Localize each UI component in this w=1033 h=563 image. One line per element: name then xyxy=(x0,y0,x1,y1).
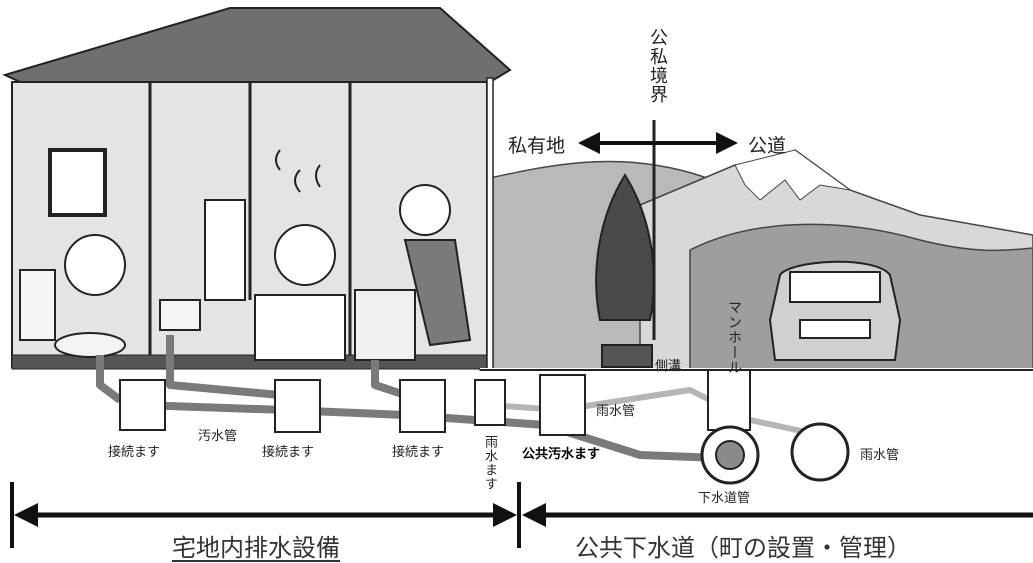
public-sewage-box xyxy=(539,374,586,436)
connection-box-3 xyxy=(399,379,446,433)
rain-box-label: 雨水ます xyxy=(482,435,497,491)
window xyxy=(48,148,107,217)
sewer-pipe-label: 下水道管 xyxy=(698,491,751,506)
toilet-tank xyxy=(19,269,56,341)
house xyxy=(2,7,512,370)
kitchen-counter xyxy=(354,289,416,361)
private-span-left-head xyxy=(14,503,38,527)
car xyxy=(768,260,902,361)
private-land-label: 私有地 xyxy=(508,135,566,157)
bathtub xyxy=(254,294,346,361)
mother-body xyxy=(403,239,472,347)
direction-arrow xyxy=(578,132,738,154)
rain-pipe-label-2: 雨水管 xyxy=(860,448,900,463)
shower-door xyxy=(204,199,246,301)
direction-arrow-right-head xyxy=(716,132,738,154)
drain-pipe-bath xyxy=(166,335,281,399)
connection-box-label-2: 接続ます xyxy=(262,445,315,460)
landscape xyxy=(479,149,1033,371)
tree-foliage xyxy=(595,173,655,321)
connection-box-label-1: 接続ます xyxy=(108,445,161,460)
private-span-right-head xyxy=(493,503,517,527)
side-ditch-label: 側溝 xyxy=(655,359,682,374)
drain-pipe-toilet xyxy=(96,355,123,404)
connection-boxes xyxy=(119,374,586,436)
roof xyxy=(2,7,512,83)
span-arrows xyxy=(10,482,1033,548)
sewage-pipe-label: 汚水管 xyxy=(198,429,238,444)
manhole-label: マンホール xyxy=(726,300,742,375)
direction-arrow-left-head xyxy=(578,132,600,154)
rain-pipe-label-1: 雨水管 xyxy=(596,404,636,419)
public-span-left-head xyxy=(522,503,546,527)
manhole-structure xyxy=(700,369,850,485)
child-head-1 xyxy=(64,234,126,296)
mountain-snow xyxy=(734,149,851,201)
public-sewage-box-label: 公共汚水ます xyxy=(522,447,601,462)
boundary-label: 公私境界 xyxy=(647,28,668,104)
manhole-shaft xyxy=(707,369,751,431)
rain-pipe-line xyxy=(489,387,722,413)
connection-box-1 xyxy=(119,379,166,431)
steam xyxy=(275,149,321,193)
connection-box-2 xyxy=(274,379,321,433)
rain-box xyxy=(474,379,506,426)
public-sewer-label: 公共下水道（町の設置・管理） xyxy=(575,534,911,562)
public-road-label: 公道 xyxy=(748,135,787,157)
drain-pipe-kitchen xyxy=(371,360,407,399)
sink xyxy=(159,299,201,331)
private-facilities-label: 宅地内排水設備 xyxy=(172,534,340,562)
child-head-2 xyxy=(274,224,336,286)
car-grille xyxy=(799,319,871,339)
mother-head xyxy=(399,184,451,236)
tree xyxy=(595,173,655,368)
rain-pipe-circle xyxy=(790,422,850,482)
sewer-main-inner xyxy=(715,440,745,470)
tree-planter xyxy=(601,344,653,368)
downspout xyxy=(486,77,494,409)
connection-box-label-3: 接続ます xyxy=(392,445,445,460)
toilet-bowl xyxy=(54,332,126,358)
car-windshield xyxy=(789,271,881,303)
